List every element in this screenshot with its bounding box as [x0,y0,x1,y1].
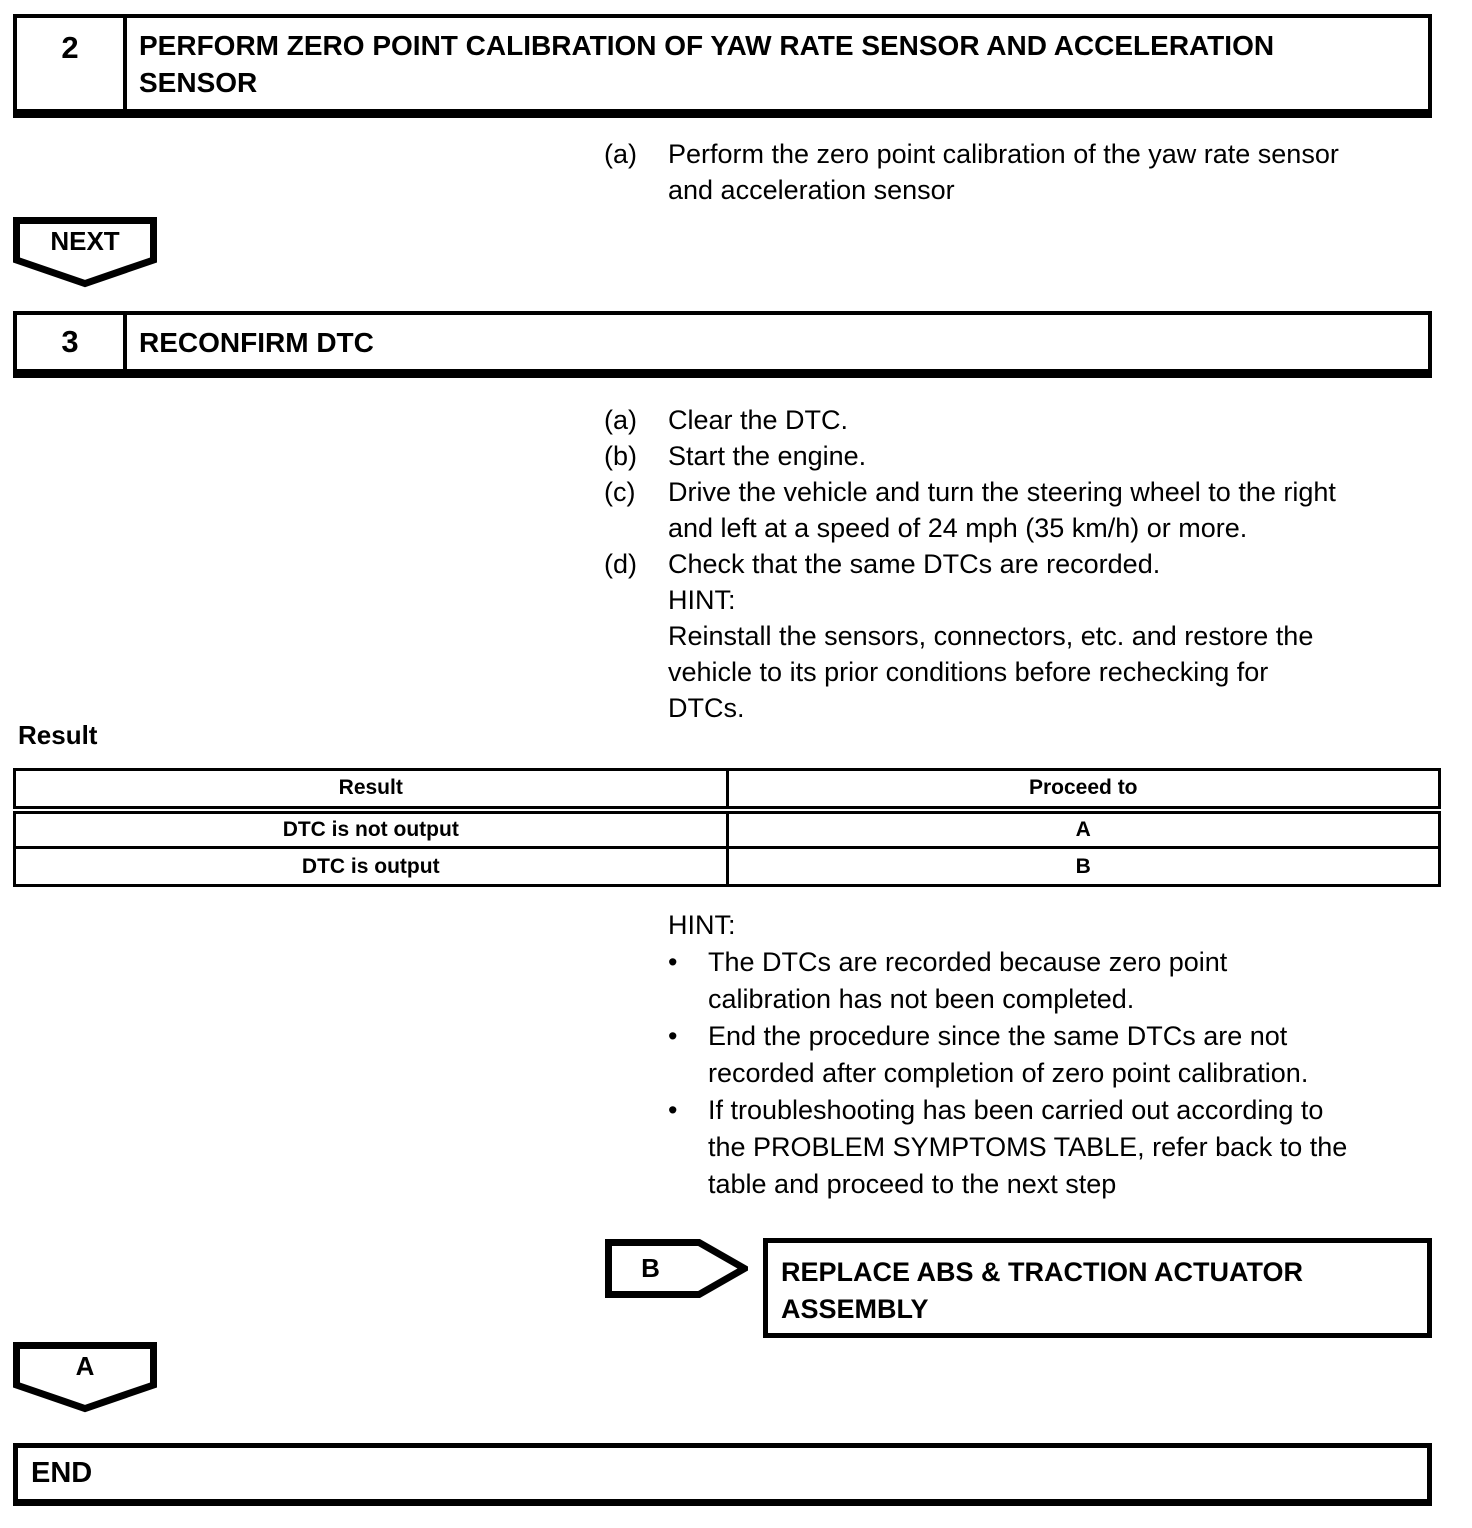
pentagon-down-icon [13,217,157,288]
list-item: (b) Start the engine. [604,438,1460,474]
hint-block: HINT: • The DTCs are recorded because ze… [668,906,1450,1203]
proceed-to-cell: A [725,808,1441,849]
pentagon-down-icon [13,1342,157,1413]
next-connector: NEXT [13,217,157,288]
hint-text: Reinstall the sensors, connectors, etc. … [668,621,1314,723]
list-item-letter: (d) [604,549,637,579]
bullet-text: If troubleshooting has been carried out … [708,1095,1348,1199]
list-item: (d) Check that the same DTCs are recorde… [604,546,1460,582]
result-cell: DTC is output [13,846,729,887]
table-row: DTC is output B [13,846,1441,887]
branch-a-label: A [75,1350,95,1381]
list-item-text: Perform the zero point calibration of th… [668,139,1339,205]
pentagon-right-icon [605,1239,748,1298]
bullet-icon: • [668,1095,678,1125]
branch-b-label: B [641,1253,660,1283]
step-2-number: 2 [17,18,127,109]
step-3-procedure-list: (a) Clear the DTC. (b) Start the engine.… [604,402,1460,726]
result-heading: Result [18,720,98,750]
list-item: (c) Drive the vehicle and turn the steer… [604,474,1460,546]
bullet-text: The DTCs are recorded because zero point… [708,947,1228,1014]
list-item-text: Clear the DTC. [668,405,849,435]
hint-label: HINT: [668,910,736,940]
table-row: DTC is not output A [13,808,1441,849]
bullet-icon: • [668,947,678,977]
list-item-letter: (c) [604,477,636,507]
step-3-title: RECONFIRM DTC [139,327,374,358]
hint-label: HINT: [668,585,736,615]
next-connector-label: NEXT [50,225,120,256]
step-2-title: PERFORM ZERO POINT CALIBRATION OF YAW RA… [139,30,1275,98]
list-item: • The DTCs are recorded because zero poi… [668,944,1450,1018]
branch-a-connector: A [13,1342,157,1413]
step-3d-hint: HINT: Reinstall the sensors, connectors,… [668,582,1460,726]
list-item: • End the procedure since the same DTCs … [668,1018,1450,1092]
list-item-letter: (b) [604,441,637,471]
list-item: • If troubleshooting has been carried ou… [668,1092,1450,1203]
branch-b-connector: B [605,1239,748,1298]
list-item: (a) Perform the zero point calibration o… [604,136,1460,208]
list-item-text: Start the engine. [668,441,867,471]
replace-actuator-action-box: REPLACE ABS & TRACTION ACTUATOR ASSEMBLY [763,1238,1432,1338]
result-column-header: Result [13,768,729,814]
step-2-procedure-list: (a) Perform the zero point calibration o… [604,136,1460,208]
step-3-header: 3 RECONFIRM DTC [13,311,1432,378]
list-item-text: Drive the vehicle and turn the steering … [668,477,1336,543]
proceed-to-column-header: Proceed to [725,768,1441,814]
bullet-text: End the procedure since the same DTCs ar… [708,1021,1309,1088]
end-box: END [13,1443,1432,1506]
list-item-letter: (a) [604,405,637,435]
bullet-icon: • [668,1021,678,1051]
end-label: END [31,1457,93,1489]
list-item: (a) Clear the DTC. [604,402,1460,438]
step-2-header: 2 PERFORM ZERO POINT CALIBRATION OF YAW … [13,14,1432,118]
step-3-number: 3 [17,315,127,369]
result-cell: DTC is not output [13,808,729,849]
proceed-to-cell: B [725,846,1441,887]
list-item-letter: (a) [604,139,637,169]
result-table-header-row: Result Proceed to [13,768,1441,814]
list-item-text: Check that the same DTCs are recorded. [668,549,1161,579]
result-table: Result Proceed to DTC is not output A DT… [13,768,1441,887]
